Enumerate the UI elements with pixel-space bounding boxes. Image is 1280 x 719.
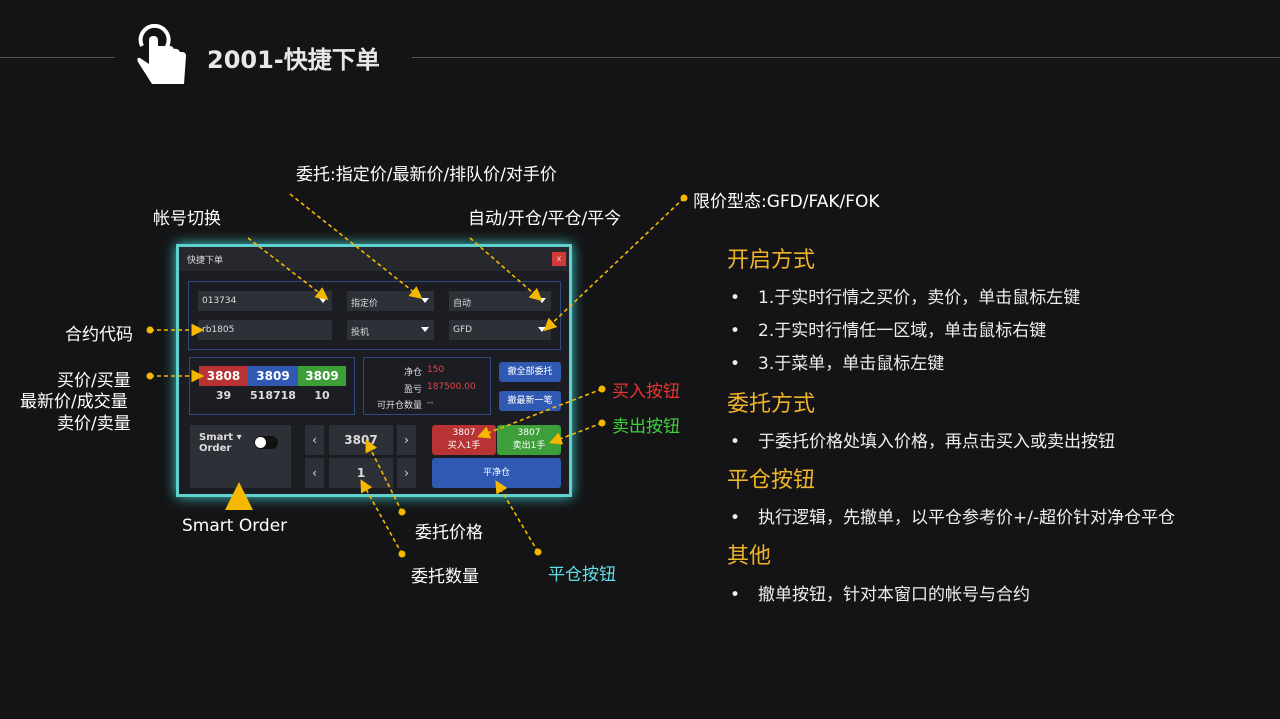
pnl-value: 187500.00 (427, 382, 476, 392)
note-item: •1.于实时行情之买价，卖价，单击鼠标左键 (730, 288, 1081, 308)
window-titlebar: 快捷下单 x (179, 247, 569, 271)
position-panel: 净仓 150 盈亏 187500.00 可开仓数量 -- (363, 357, 491, 415)
qty-decrement-button[interactable]: ‹ (305, 458, 324, 488)
net-label: 净仓 (403, 368, 422, 378)
annotation-smart-order: Smart Order (182, 516, 288, 536)
chevron-down-icon (538, 298, 546, 303)
price-decrement-button[interactable]: ‹ (305, 425, 324, 455)
annotation-close-button: 平仓按钮 (548, 565, 616, 585)
chevron-down-icon (538, 327, 546, 332)
net-position: 150 (427, 365, 445, 375)
offset-select[interactable]: 自动 (449, 291, 551, 311)
close-button[interactable]: x (552, 252, 566, 266)
ask-volume: 10 (314, 389, 330, 402)
annotation-offset-types: 自动/开仓/平仓/平今 (468, 209, 622, 229)
quote-panel: 3808 3809 3809 39 518718 10 (189, 357, 355, 415)
avail-value: -- (427, 398, 434, 408)
quick-order-window: 快捷下单 x 013734 指定价 自动 rb1805 投机 GFD 3808 … (176, 244, 572, 497)
ask-price[interactable]: 3809 (298, 366, 346, 386)
notes-heading: 其他 (727, 544, 772, 569)
bid-volume: 39 (215, 389, 232, 402)
price-increment-button[interactable]: › (397, 425, 416, 455)
annotation-order-price-types: 委托:指定价/最新价/排队价/对手价 (296, 165, 557, 185)
smart-order-dropdown[interactable]: Smart ▾Order (199, 432, 242, 454)
contract-input[interactable]: rb1805 (198, 320, 332, 340)
chevron-down-icon (319, 298, 327, 303)
note-item: •2.于实时行情任一区域，单击鼠标右键 (730, 321, 1047, 341)
divider (0, 57, 115, 58)
note-item: •撤单按钮，针对本窗口的帐号与合约 (730, 585, 1030, 605)
bid-price[interactable]: 3808 (199, 366, 248, 386)
order-settings-group: 013734 指定价 自动 rb1805 投机 GFD (188, 281, 561, 350)
qty-increment-button[interactable]: › (397, 458, 416, 488)
note-item: •3.于菜单，单击鼠标左键 (730, 354, 945, 374)
smart-order-panel: Smart ▾Order (190, 425, 291, 488)
order-price-input[interactable]: 3807 (329, 425, 393, 455)
close-net-button[interactable]: 平净仓 (432, 458, 561, 488)
avail-label: 可开仓数量 (376, 401, 422, 411)
pnl-label: 盈亏 (403, 385, 422, 395)
volume: 518718 (250, 389, 296, 402)
annotation-bid: 买价/买量 (57, 371, 131, 391)
notes-heading: 平仓按钮 (727, 468, 816, 493)
chevron-down-icon (421, 327, 429, 332)
annotation-buy-button: 买入按钮 (612, 382, 680, 402)
divider (412, 57, 1280, 58)
hand-pointer-icon (137, 24, 186, 84)
order-qty-input[interactable]: 1 (329, 458, 393, 488)
annotation-account-switch: 帐号切换 (153, 209, 221, 229)
account-select[interactable]: 013734 (198, 291, 332, 311)
notes-heading: 委托方式 (727, 392, 816, 417)
hedge-select[interactable]: 投机 (347, 320, 434, 340)
annotation-order-price: 委托价格 (415, 523, 483, 543)
annotation-order-qty: 委托数量 (411, 567, 479, 587)
window-title: 快捷下单 (187, 256, 224, 266)
note-item: •执行逻辑，先撤单，以平仓参考价+/-超价针对净仓平仓 (730, 508, 1176, 528)
cancel-last-button[interactable]: 撤最新一笔 (499, 391, 561, 411)
price-type-select[interactable]: 指定价 (347, 291, 434, 311)
page-title: 2001-快捷下单 (207, 46, 380, 74)
smart-order-toggle[interactable] (254, 436, 278, 449)
notes-heading: 开启方式 (727, 248, 816, 273)
note-item: •于委托价格处填入价格，再点击买入或卖出按钮 (730, 432, 1115, 452)
annotation-ask: 卖价/卖量 (57, 414, 131, 434)
cancel-all-button[interactable]: 撤全部委托 (499, 362, 561, 382)
tif-select[interactable]: GFD (449, 320, 551, 340)
last-price[interactable]: 3809 (248, 366, 298, 386)
annotation-contract-code: 合约代码 (65, 325, 133, 345)
annotation-last: 最新价/成交量 (20, 392, 128, 412)
annotation-tif-types: 限价型态:GFD/FAK/FOK (693, 192, 880, 212)
annotation-sell-button: 卖出按钮 (612, 417, 680, 437)
chevron-down-icon (421, 298, 429, 303)
